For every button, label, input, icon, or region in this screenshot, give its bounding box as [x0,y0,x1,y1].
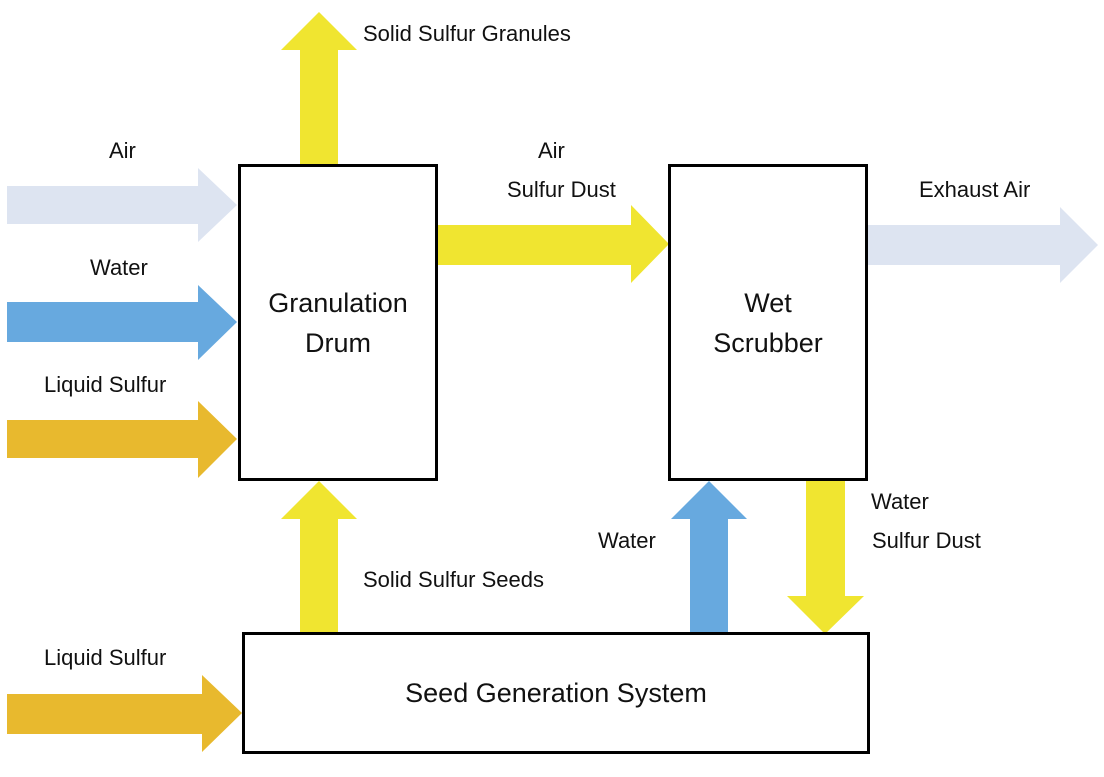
arrow-solid-sulfur-seeds [281,481,357,634]
label-solid-sulfur-seeds: Solid Sulfur Seeds [363,567,544,592]
seed-generation-system-label: Seed Generation System [405,678,707,708]
arrow-liquid-sulfur-seed [7,675,242,752]
label-air-dust-air: Air [538,138,565,163]
label-liquid-sulfur-seed: Liquid Sulfur [44,645,167,670]
label-liquid-sulfur-drum: Liquid Sulfur [44,372,167,397]
arrow-exhaust-air [866,207,1098,283]
wet-scrubber-label: Wet Scrubber [713,287,823,358]
granulation-drum-label: Granulation Drum [268,287,408,358]
seed-generation-system-box: Seed Generation System [242,632,870,754]
wet-scrubber-box: Wet Scrubber [668,164,868,481]
label-solid-sulfur-granules: Solid Sulfur Granules [363,21,571,46]
label-air-in: Air [109,138,136,163]
label-exhaust-air: Exhaust Air [919,177,1031,202]
label-water-to-scrubber: Water [598,528,656,553]
arrow-solid-sulfur-granules [281,12,357,166]
arrow-scrubber-outflow [787,481,864,634]
arrow-air-sulfur-dust [438,205,669,283]
arrow-liquid-sulfur-drum [7,401,237,478]
label-air-dust-sulfur-dust: Sulfur Dust [507,177,616,202]
label-scrubber-out-sulfur-dust: Sulfur Dust [872,528,981,553]
label-scrubber-out-water: Water [871,489,929,514]
arrow-air-in [7,168,237,242]
arrow-water-to-scrubber [671,481,747,634]
arrow-water-in [7,285,237,360]
granulation-drum-box: Granulation Drum [238,164,438,481]
label-water-in: Water [90,255,148,280]
